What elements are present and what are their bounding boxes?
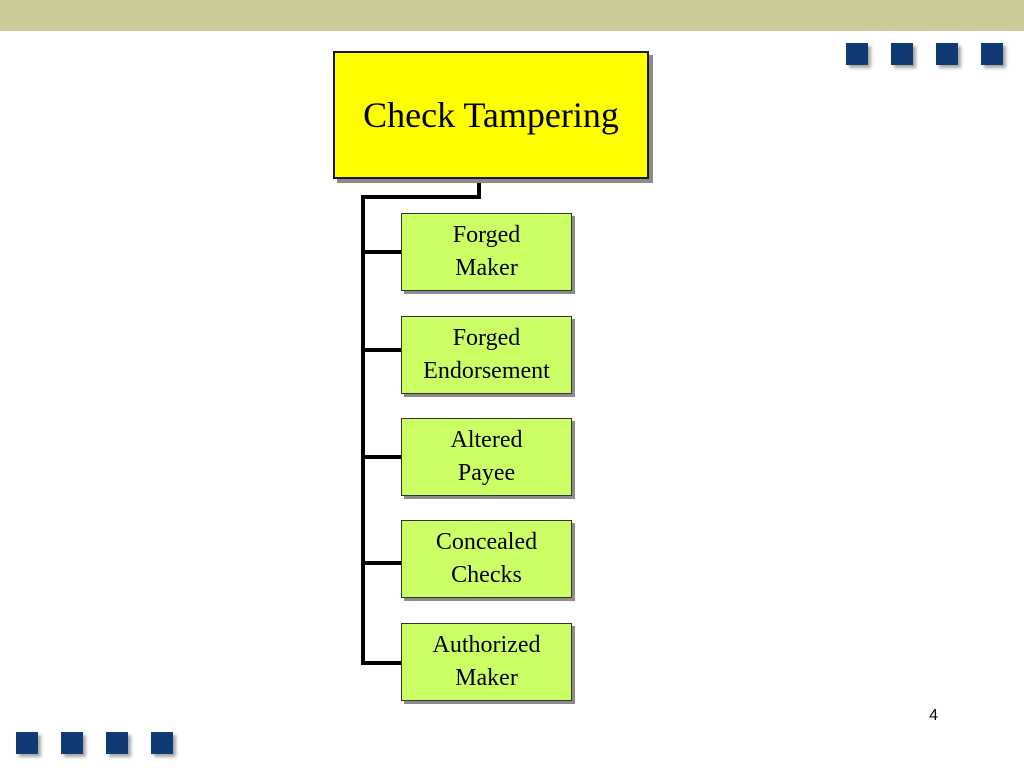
child-node-label: Forged Maker — [452, 222, 521, 281]
child-node-forged-endorsement: Forged Endorsement — [401, 316, 572, 394]
square-icon — [846, 43, 868, 65]
square-icon — [936, 43, 958, 65]
square-icon — [16, 732, 38, 754]
square-icon — [106, 732, 128, 754]
decorative-squares-bottom — [16, 732, 173, 754]
child-node-altered-payee: Altered Payee — [401, 418, 572, 496]
top-band — [0, 0, 1024, 31]
child-node-label: Concealed Checks — [435, 529, 538, 588]
square-icon — [151, 732, 173, 754]
child-node-label: Altered Payee — [450, 427, 523, 486]
page-number: 4 — [929, 707, 938, 724]
child-node-label: Authorized Maker — [432, 632, 541, 691]
child-node-label: Forged Endorsement — [423, 325, 550, 384]
root-node-label: Check Tampering — [363, 95, 619, 135]
decorative-squares-top — [846, 43, 1003, 65]
child-node-forged-maker: Forged Maker — [401, 213, 572, 291]
child-node-concealed-checks: Concealed Checks — [401, 520, 572, 598]
square-icon — [981, 43, 1003, 65]
root-node: Check Tampering — [333, 51, 649, 179]
square-icon — [891, 43, 913, 65]
child-node-authorized-maker: Authorized Maker — [401, 623, 572, 701]
square-icon — [61, 732, 83, 754]
